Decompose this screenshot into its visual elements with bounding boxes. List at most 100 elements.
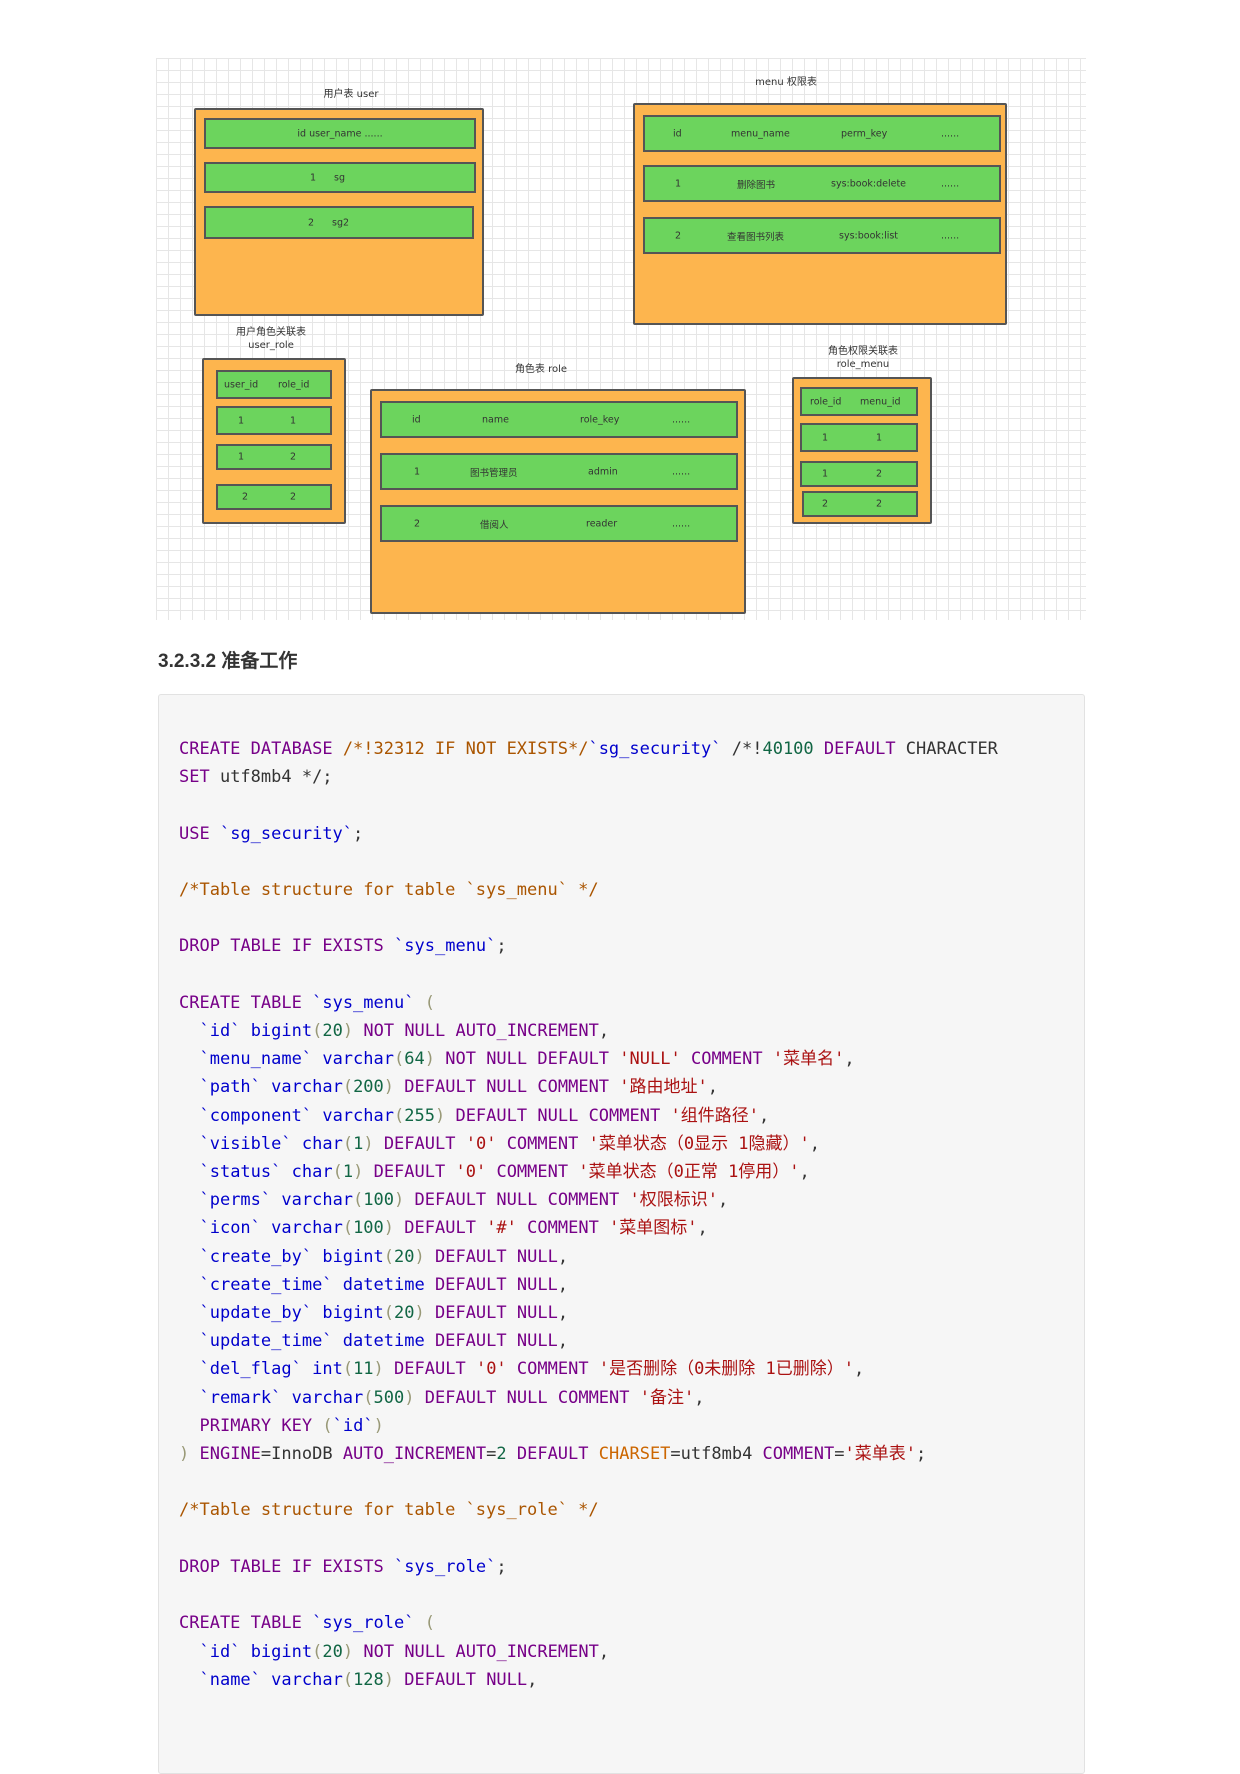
user-role-header-userid: user_id — [224, 379, 259, 390]
role-header-more: ...... — [672, 414, 691, 425]
role-menu-header-row: role_id menu_id — [800, 387, 918, 416]
role-menu-row-2-role: 1 — [822, 468, 829, 480]
user-row-1-id: 1 — [310, 172, 317, 183]
code-line: USE `sg_security`; — [179, 823, 364, 844]
role-header-name: name — [482, 414, 509, 425]
menu-row-2-name: 查看图书列表 — [727, 231, 785, 243]
user-role-row-2-role: 2 — [290, 451, 297, 463]
sql-code-block: CREATE DATABASE /*!32312 IF NOT EXISTS*/… — [158, 694, 1085, 1774]
role-menu-title-cn: 角色权限关联表 — [828, 346, 898, 357]
menu-row-2-id: 2 — [675, 230, 682, 241]
user-row-1-name: sg — [334, 172, 345, 183]
role-menu-header-menuid: menu_id — [860, 396, 901, 407]
code-line: `status` char(1) DEFAULT '0' COMMENT '菜单… — [199, 1162, 810, 1183]
menu-table-box: id menu_name perm_key ...... 1 删除图书 sys:… — [633, 103, 1007, 325]
code-line: `create_by` bigint(20) DEFAULT NULL, — [199, 1246, 569, 1267]
role-menu-header-roleid: role_id — [810, 396, 842, 407]
role-menu-row-3-role: 2 — [822, 498, 829, 510]
user-role-row-2-user: 1 — [238, 451, 245, 463]
role-menu-row-2: 1 2 — [800, 461, 918, 487]
role-row-1-key: admin — [588, 466, 618, 477]
code-line: DROP TABLE IF EXISTS `sys_role`; — [179, 1556, 507, 1577]
menu-row-1-name: 删除图书 — [737, 179, 776, 191]
user-role-row-3-user: 2 — [242, 491, 249, 503]
code-line: DROP TABLE IF EXISTS `sys_menu`; — [179, 936, 507, 957]
role-menu-row-3: 2 2 — [802, 491, 918, 517]
code-line: `visible` char(1) DEFAULT '0' COMMENT '菜… — [199, 1133, 821, 1154]
code-line: `component` varchar(255) DEFAULT NULL CO… — [199, 1105, 770, 1126]
code-content: CREATE DATABASE /*!32312 IF NOT EXISTS*/… — [179, 735, 998, 1694]
user-row-2: 2 sg2 — [204, 206, 474, 239]
role-menu-row-3-menu: 2 — [876, 498, 883, 510]
user-header-row: id user_name ...... — [204, 118, 476, 149]
role-row-2: 2 借阅人 reader ...... — [380, 505, 738, 542]
code-line: `update_time` datetime DEFAULT NULL, — [199, 1331, 569, 1352]
menu-row-2-more: ...... — [941, 230, 960, 241]
user-row-2-id: 2 — [308, 217, 315, 228]
user-role-row-3: 2 2 — [216, 484, 332, 510]
menu-header-row: id menu_name perm_key ...... — [643, 115, 1001, 152]
role-table-title: 角色表 role — [514, 364, 568, 375]
code-line: /*Table structure for table `sys_menu` *… — [179, 880, 599, 901]
role-menu-row-2-menu: 2 — [876, 468, 883, 480]
code-line: PRIMARY KEY (`id`) — [199, 1415, 384, 1436]
code-line: SET utf8mb4 */; — [179, 767, 333, 788]
menu-header-more: ...... — [941, 128, 960, 139]
role-menu-title: 角色权限关联表 role_menu — [818, 345, 908, 371]
role-row-2-more: ...... — [672, 518, 691, 529]
role-row-2-key: reader — [586, 518, 618, 529]
user-role-row-1-role: 1 — [290, 415, 297, 426]
code-line: `update_by` bigint(20) DEFAULT NULL, — [199, 1303, 569, 1324]
role-row-1-id: 1 — [414, 466, 421, 477]
code-line: /*Table structure for table `sys_role` *… — [179, 1500, 599, 1521]
role-header-key: role_key — [580, 414, 620, 425]
role-menu-title-en: role_menu — [836, 359, 890, 370]
role-row-1: 1 图书管理员 admin ...... — [380, 453, 738, 490]
role-row-2-name: 借阅人 — [480, 519, 509, 531]
menu-row-2: 2 查看图书列表 sys:book:list ...... — [643, 217, 1001, 254]
user-role-row-2: 1 2 — [216, 444, 332, 470]
user-role-header-row: user_id role_id — [216, 370, 332, 399]
code-line: `perms` varchar(100) DEFAULT NULL COMMEN… — [199, 1190, 729, 1211]
code-line: `icon` varchar(100) DEFAULT '#' COMMENT … — [199, 1218, 708, 1239]
code-line: `remark` varchar(500) DEFAULT NULL COMME… — [199, 1387, 705, 1408]
code-line: `id` bigint(20) NOT NULL AUTO_INCREMENT, — [199, 1641, 610, 1662]
role-table-box: id name role_key ...... 1 图书管理员 admin ..… — [370, 389, 746, 614]
code-line: `del_flag` int(11) DEFAULT '0' COMMENT '… — [199, 1359, 865, 1380]
menu-row-1-id: 1 — [675, 178, 682, 189]
user-role-row-1: 1 1 — [216, 406, 332, 435]
user-role-header-roleid: role_id — [278, 379, 310, 390]
role-header-row: id name role_key ...... — [380, 401, 738, 438]
menu-header-id: id — [673, 128, 682, 139]
user-role-title-cn: 用户角色关联表 — [236, 327, 306, 338]
user-row-2-name: sg2 — [332, 217, 350, 228]
code-line: `create_time` datetime DEFAULT NULL, — [199, 1274, 569, 1295]
role-row-2-id: 2 — [414, 518, 421, 529]
user-role-title: 用户角色关联表 user_role — [226, 326, 316, 352]
role-menu-row-1: 1 1 — [800, 423, 918, 452]
user-role-title-en: user_role — [248, 340, 294, 351]
code-line: ) ENGINE=InnoDB AUTO_INCREMENT=2 DEFAULT… — [179, 1444, 927, 1465]
code-line: `menu_name` varchar(64) NOT NULL DEFAULT… — [199, 1049, 855, 1070]
menu-row-2-perm: sys:book:list — [839, 230, 899, 241]
role-row-1-name: 图书管理员 — [470, 467, 518, 479]
code-line: CREATE DATABASE /*!32312 IF NOT EXISTS*/… — [179, 739, 998, 759]
role-menu-row-1-role: 1 — [822, 432, 829, 443]
menu-table-title: menu 权限表 — [755, 77, 817, 88]
user-table-box: id user_name ...... 1 sg 2 sg2 — [194, 108, 484, 316]
user-header-text: id user_name ...... — [297, 128, 383, 139]
menu-row-1-perm: sys:book:delete — [831, 178, 907, 189]
menu-header-name: menu_name — [731, 128, 790, 139]
menu-row-1: 1 删除图书 sys:book:delete ...... — [643, 165, 1001, 202]
user-row-1: 1 sg — [204, 162, 476, 193]
er-diagram: 用户表 user id user_name ...... 1 sg 2 sg 2 … — [156, 58, 1086, 620]
section-heading: 3.2.3.2 准备工作 — [158, 651, 298, 672]
menu-header-perm: perm_key — [841, 128, 888, 139]
role-menu-box: role_id menu_id 1 1 1 2 2 2 — [792, 377, 932, 524]
code-line: `id` bigint(20) NOT NULL AUTO_INCREMENT, — [199, 1021, 610, 1042]
code-line: `path` varchar(200) DEFAULT NULL COMMENT… — [199, 1077, 719, 1098]
user-table-title: 用户表 user — [323, 89, 379, 100]
role-row-1-more: ...... — [672, 466, 691, 477]
code-line: CREATE TABLE `sys_role` ( — [179, 1613, 435, 1634]
code-line: `name` varchar(128) DEFAULT NULL, — [199, 1669, 538, 1690]
